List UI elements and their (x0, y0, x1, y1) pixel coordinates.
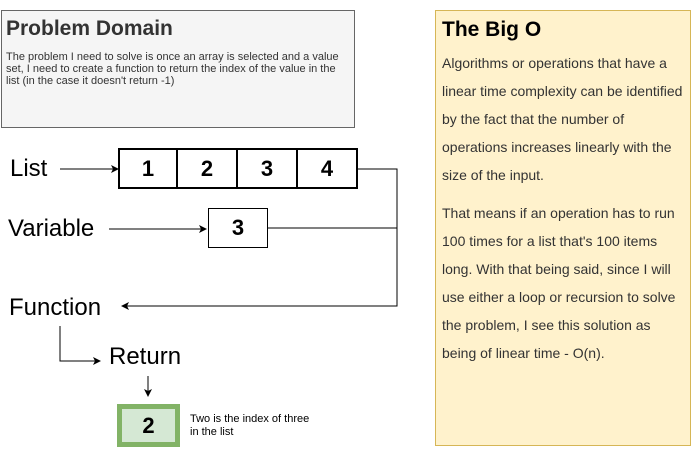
array-to-function-connector (121, 168, 398, 310)
variable-value-box: 3 (208, 208, 268, 248)
problem-domain-title: Problem Domain (6, 17, 173, 40)
result-note: Two is the index of three in the list (190, 413, 310, 438)
big-o-box: The Big O Algorithms or operations that … (435, 10, 691, 446)
problem-domain-box: Problem Domain The problem I need to sol… (1, 10, 355, 128)
list-cell: 1 (118, 148, 178, 189)
problem-domain-text: The problem I need to solve is once an a… (6, 51, 339, 87)
list-label: List (10, 155, 48, 182)
return-label: Return (109, 343, 182, 370)
function-label: Function (9, 294, 102, 321)
big-o-title: The Big O (442, 18, 542, 41)
list-cell: 3 (238, 148, 298, 189)
big-o-paragraph-2: That means if an operation has to run 10… (442, 205, 676, 361)
variable-label: Variable (8, 215, 95, 242)
result-box: 2 (117, 404, 180, 447)
big-o-paragraph-1: Algorithms or operations that have a lin… (442, 55, 683, 183)
list-cell: 2 (178, 148, 238, 189)
function-to-return-connector (59, 326, 101, 365)
list-cell: 4 (298, 148, 358, 189)
